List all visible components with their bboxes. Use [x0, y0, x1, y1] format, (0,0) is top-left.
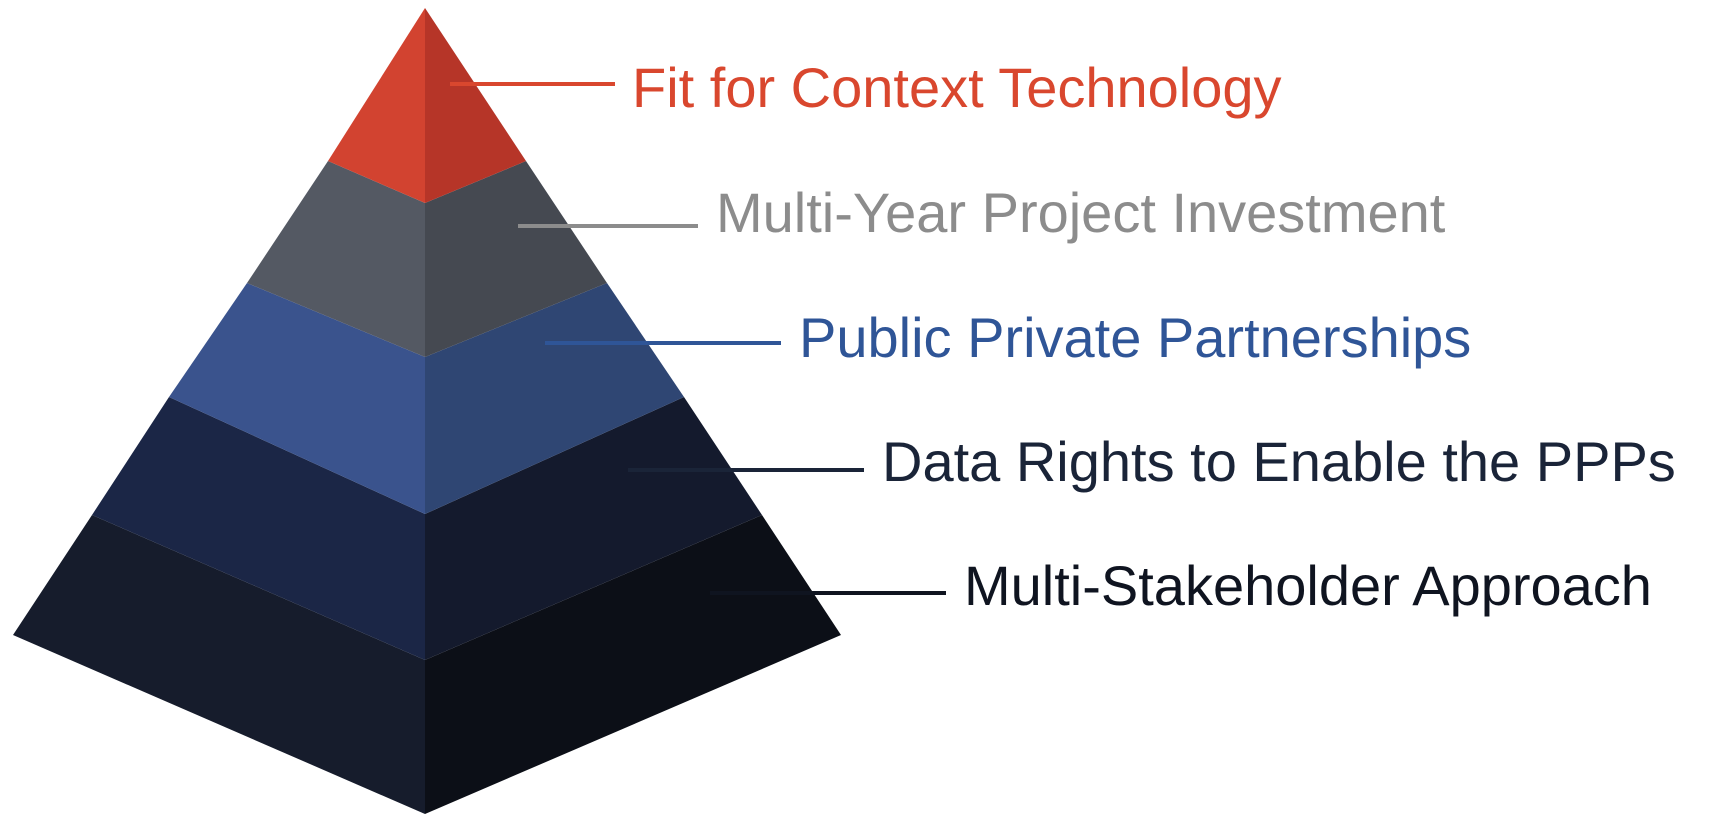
- tier-4-right-face: [425, 397, 762, 660]
- tier-4-left-face: [92, 397, 425, 660]
- tier-4-label: Data Rights to Enable the PPPs: [882, 430, 1676, 493]
- tier-5-label: Multi-Stakeholder Approach: [964, 554, 1652, 617]
- tier-5-left-face: [13, 515, 425, 814]
- tier-3-right-face: [425, 283, 684, 514]
- tier-3-label: Public Private Partnerships: [799, 306, 1472, 369]
- tier-2-right-face: [425, 161, 607, 357]
- tier-2-label: Multi-Year Project Investment: [716, 181, 1446, 244]
- tier-3-left-face: [169, 283, 425, 514]
- tier-5-right-face: [425, 515, 841, 814]
- tier-2-left-face: [247, 161, 425, 357]
- tier-1-left-face: [328, 8, 425, 203]
- tier-1-right-face: [425, 8, 526, 203]
- tier-1-label: Fit for Context Technology: [632, 56, 1282, 119]
